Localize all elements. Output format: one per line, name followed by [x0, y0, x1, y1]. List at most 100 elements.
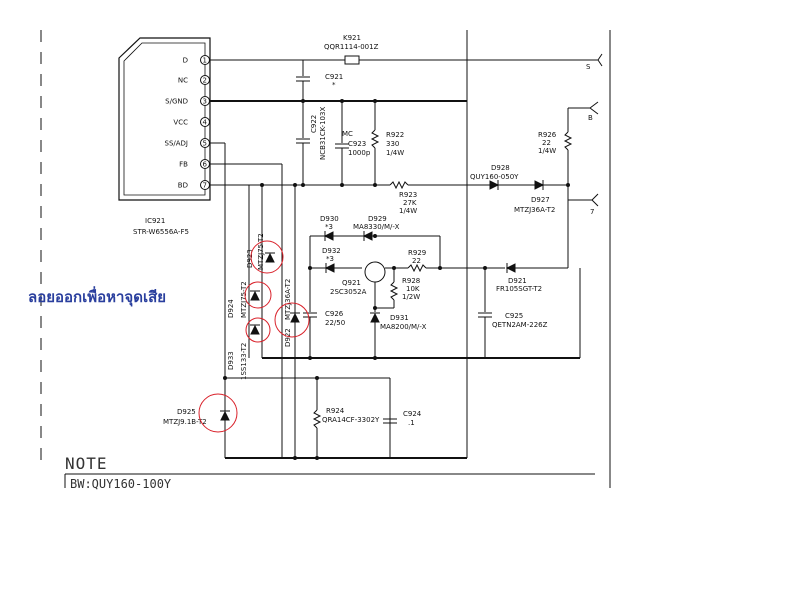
r922-body — [370, 129, 380, 149]
d929-ref: D929 — [368, 215, 387, 223]
net-7: 7 — [590, 208, 594, 216]
r924-ref: R924 — [326, 407, 345, 415]
r929-ref: R929 — [408, 249, 426, 257]
c924-ref: C924 — [403, 410, 422, 418]
ic-pin-label-4: VCC — [173, 119, 188, 127]
ic-pin-label-6: FB — [179, 161, 188, 169]
c926-ref: C926 — [325, 310, 344, 318]
c921-ref: C921 — [325, 73, 343, 81]
k921-part: QQR1114-001Z — [324, 43, 379, 51]
thai-annotation: ลอยออกเพื่อหาจุดเสีย — [28, 286, 166, 307]
d928-symbol — [489, 180, 500, 190]
d932-ref: D932 — [322, 247, 341, 255]
d924-part: MTZJ75-T2 — [240, 281, 248, 318]
ic-pin-number-2: 2 — [203, 77, 207, 85]
d932-value: *3 — [326, 255, 334, 263]
ic-pin-label-2: NC — [178, 77, 188, 85]
ic-pin-4 — [200, 117, 210, 127]
d932-symbol — [324, 263, 335, 273]
annotation-circle-d923 — [250, 240, 284, 274]
c922-ref: C922 — [310, 115, 318, 133]
note-heading: NOTE — [65, 454, 108, 473]
d924-ref: D924 — [227, 299, 235, 318]
connector-7 — [591, 193, 599, 207]
d931-ref: D931 — [390, 314, 409, 322]
d927-ref: D927 — [531, 196, 550, 204]
connector-b — [589, 101, 599, 115]
c926-value: 22/50 — [325, 319, 345, 327]
r924-part: QRA14CF-3302Y — [322, 416, 380, 424]
k921-body — [344, 55, 360, 65]
c922-part: NCB31CK-103X — [319, 107, 327, 160]
r924-body — [312, 409, 322, 429]
annotation-circle-d933 — [245, 317, 271, 343]
q921-part: 2SC3052A — [330, 288, 367, 296]
d933-symbol — [250, 324, 260, 335]
note-bw: BW:QUY160-100Y — [70, 477, 172, 491]
r923-value: 27K — [403, 199, 417, 207]
r929-body — [407, 263, 427, 273]
ic921 — [118, 37, 211, 201]
d925-symbol — [220, 410, 230, 421]
r923-body — [389, 180, 409, 190]
d927-part: MTZJ36A-T2 — [514, 206, 555, 214]
q921-symbol — [364, 261, 386, 283]
annotation-circle-d925 — [198, 393, 238, 433]
c923-value: 1000p — [348, 149, 371, 157]
r928-value: 10K — [406, 285, 420, 293]
d926-symbol — [290, 312, 300, 323]
annotation-circle-d924 — [244, 281, 272, 309]
r929-value: 22 — [412, 257, 421, 265]
d925-part: MTZJ9.1B-T2 — [163, 418, 207, 426]
ic-pin-number-1: 1 — [203, 57, 207, 65]
r922-rating: 1/4W — [386, 149, 404, 157]
ic-pin-label-1: D — [183, 57, 188, 65]
d930-ref: D930 — [320, 215, 339, 223]
r928-body — [389, 281, 399, 301]
r928-ref: R928 — [402, 277, 420, 285]
ic-pin-5 — [200, 138, 210, 148]
d929-part: MA8330/M/-X — [353, 223, 400, 231]
d930-symbol — [323, 231, 334, 241]
d921-ref: D921 — [508, 277, 527, 285]
ic921-ref: IC921 — [145, 217, 165, 225]
d931-symbol — [370, 312, 380, 323]
ic-pin-number-3: 3 — [203, 98, 207, 106]
ic-pin-3 — [200, 96, 210, 106]
d925-ref: D925 — [177, 408, 196, 416]
connector-s — [597, 53, 603, 67]
r923-rating: 1/4W — [399, 207, 417, 215]
d921-part: FR105SGT-T2 — [496, 285, 542, 293]
ic-pin-number-5: 5 — [203, 140, 207, 148]
d930-value: *3 — [325, 223, 333, 231]
junction-dots — [223, 99, 570, 460]
ic-pin-label-7: BD — [178, 182, 188, 190]
d923-part: MTZJ75-T2 — [257, 233, 265, 270]
k921-ref: K921 — [343, 34, 361, 42]
d933-ref: D933 — [227, 351, 235, 370]
net-b: B — [588, 114, 593, 122]
d923-ref: D923 — [246, 249, 254, 268]
ic-pin-2 — [200, 75, 210, 85]
r926-body — [563, 131, 573, 151]
annotation-circle-d926 — [274, 302, 310, 338]
d933-part: 1SS133-T2 — [240, 343, 248, 380]
ic-pin-label-3: S/GND — [165, 98, 188, 106]
c923-ref: C923 — [348, 140, 366, 148]
c921-value: * — [332, 81, 336, 89]
d924-symbol — [250, 290, 260, 301]
d926-part: MTZJ36A-T2 — [284, 279, 292, 320]
d931-part: MA8200/M/-X — [380, 323, 427, 331]
d929-symbol — [362, 231, 373, 241]
d928-part: QUY160-050Y — [470, 173, 519, 181]
ic-pin-number-7: 7 — [203, 182, 207, 190]
ic-pin-label-5: SS/ADJ — [165, 140, 189, 148]
ic921-part: STR-W6556A-F5 — [133, 228, 189, 236]
d922-ref: D922 — [284, 328, 292, 347]
r926-value: 22 — [542, 139, 551, 147]
ic-pin-7 — [200, 180, 210, 190]
ic-pin-6 — [200, 159, 210, 169]
d928-ref: D928 — [491, 164, 510, 172]
